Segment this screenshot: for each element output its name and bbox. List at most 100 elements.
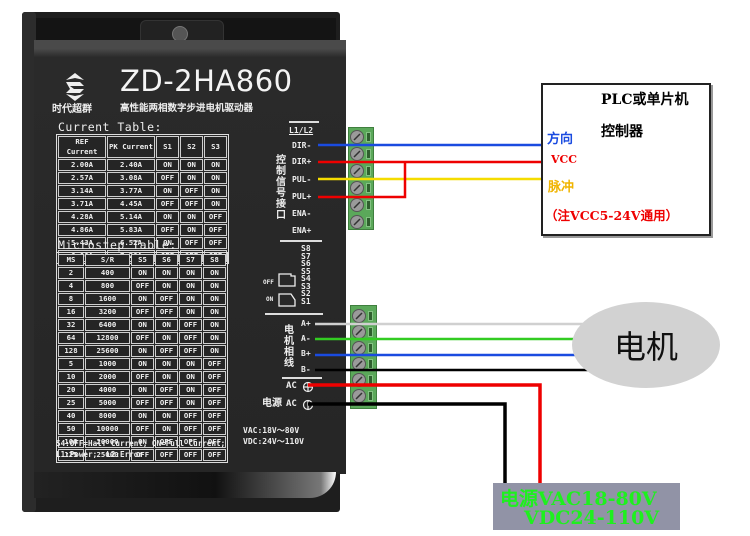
microstep-table-cell: OFF	[179, 436, 202, 448]
microstep-table-cell: OFF	[203, 449, 226, 461]
microstep-table-cell: OFF	[155, 384, 178, 396]
plc-pulse-label: 脉冲	[548, 180, 575, 195]
terminal-screw-icon	[352, 389, 366, 403]
microstep-table-cell: ON	[203, 280, 226, 292]
microstep-table-cell: ON	[155, 319, 178, 331]
microstep-table-cell: ON	[203, 345, 226, 357]
microstep-table-cell: 6400	[85, 319, 130, 331]
microstep-table-header-cell: S8	[203, 254, 226, 266]
microstep-table-cell: 100	[58, 436, 84, 448]
microstep-table-cell: ON	[155, 371, 178, 383]
plc-subtitle: 控制器	[601, 124, 643, 140]
power-supply-ac-range: 电源VAC18-80V	[500, 488, 657, 510]
terminal-screw-icon	[350, 198, 364, 212]
microstep-table-cell: OFF	[155, 306, 178, 318]
microstep-table-cell: 10000	[85, 423, 130, 435]
terminal-screw-icon	[352, 373, 366, 387]
terminal-screw-icon	[350, 215, 364, 229]
microstep-table-cell: ON	[179, 358, 202, 370]
microstep-table-cell: 25	[58, 397, 84, 409]
microstep-table-cell: ON	[179, 293, 202, 305]
footnotes: S4:OFF=Half Current; ON=Full Current; L1…	[56, 438, 225, 460]
microstep-table-cell: ON	[203, 332, 226, 344]
microstep-table-cell: OFF	[155, 449, 178, 461]
microstep-table-cell: OFF	[155, 293, 178, 305]
microstep-table-cell: 5000	[85, 397, 130, 409]
microstep-table-cell: ON	[179, 397, 202, 409]
microstep-table-cell: ON	[203, 267, 226, 279]
microstep-table-cell: 4	[58, 280, 84, 292]
microstep-table-cell: ON	[179, 306, 202, 318]
current-table-cell: OFF	[180, 237, 203, 249]
current-table-cell: ON	[180, 224, 203, 236]
power-group-label: 电源	[262, 398, 282, 409]
microstep-table-cell: ON	[155, 280, 178, 292]
terminal-slot	[368, 359, 373, 369]
microstep-table-cell: OFF	[203, 423, 226, 435]
terminal-screw-icon	[352, 309, 366, 323]
terminal-slot	[368, 343, 373, 353]
brand-name: 时代超群	[52, 104, 92, 115]
ac-symbol-icons	[302, 381, 314, 411]
current-table-cell: ON	[204, 172, 227, 184]
current-table-cell: ON	[180, 159, 203, 171]
pin-ac-2: AC	[286, 399, 297, 409]
divider	[282, 377, 322, 379]
terminal-slot	[368, 311, 373, 321]
current-table-header-cell: S3	[204, 136, 227, 158]
microstep-table-cell: ON	[131, 345, 154, 357]
led-note: L1:Power; L2:Error	[56, 450, 143, 459]
microstep-table-cell: 50	[58, 423, 84, 435]
microstep-table-cell: 40	[58, 410, 84, 422]
plc-title: PLC或单片机	[601, 92, 689, 108]
microstep-table-cell: OFF	[131, 332, 154, 344]
microstep-table-cell: ON	[203, 319, 226, 331]
voltage-notes: VAC:18V～80V VDC:24V～110V	[243, 425, 304, 447]
microstep-table-cell: OFF	[155, 345, 178, 357]
microstep-table-cell: 32	[58, 319, 84, 331]
pin-dir-plus: DIR+	[292, 157, 312, 166]
microstep-table-cell: OFF	[203, 371, 226, 383]
power-supply-box	[493, 483, 680, 530]
microstep-table-cell: ON	[155, 358, 178, 370]
current-table-cell: OFF	[180, 185, 203, 197]
microstep-table-header-cell: MS	[58, 254, 84, 266]
microstep-table-cell: ON	[131, 384, 154, 396]
divider	[280, 240, 322, 242]
microstep-table-cell: 125	[58, 449, 84, 461]
terminal-screw-icon	[352, 357, 366, 371]
microstep-table-header-cell: S5	[131, 254, 154, 266]
microstep-table-cell: OFF	[131, 423, 154, 435]
microstep-table-cell: 2	[58, 267, 84, 279]
microstep-table-cell: ON	[131, 358, 154, 370]
current-table-cell: 3.77A	[107, 185, 155, 197]
microstep-table-title: Microstep Table:	[58, 238, 177, 252]
pin-pul-plus: PUL+	[292, 192, 312, 201]
terminal-slot	[366, 200, 371, 210]
terminal-screw-icon	[350, 181, 364, 195]
microstep-table-cell: OFF	[155, 436, 178, 448]
microstep-table-cell: 20000	[85, 436, 130, 448]
pin-dir-minus: DIR-	[292, 141, 312, 150]
microstep-table-cell: OFF	[203, 410, 226, 422]
current-table-title: Current Table:	[58, 120, 162, 134]
microstep-table-header-cell: S6	[155, 254, 178, 266]
current-table-cell: 2.57A	[58, 172, 106, 184]
control-group-label: 控 制 信 号 接 口	[276, 155, 286, 221]
switch-note: S4:OFF=Half Current; ON=Full Current;	[56, 439, 226, 448]
terminal-slot	[366, 183, 371, 193]
microstep-table-cell: ON	[155, 410, 178, 422]
microstep-table-cell: OFF	[203, 358, 226, 370]
microstep-table-cell: 16	[58, 306, 84, 318]
motor-label: 电机	[613, 328, 678, 366]
